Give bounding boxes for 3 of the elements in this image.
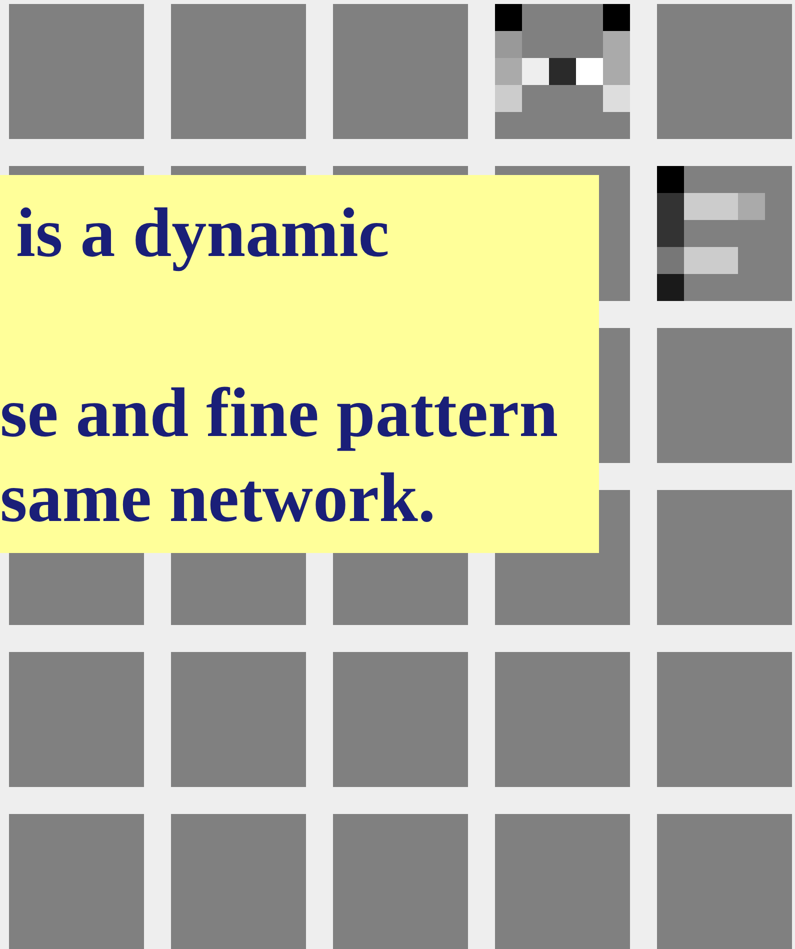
note-box bbox=[0, 175, 599, 553]
note-text: is a dynamic bbox=[16, 194, 390, 274]
note-text: se and fine pattern same network. bbox=[0, 374, 560, 539]
